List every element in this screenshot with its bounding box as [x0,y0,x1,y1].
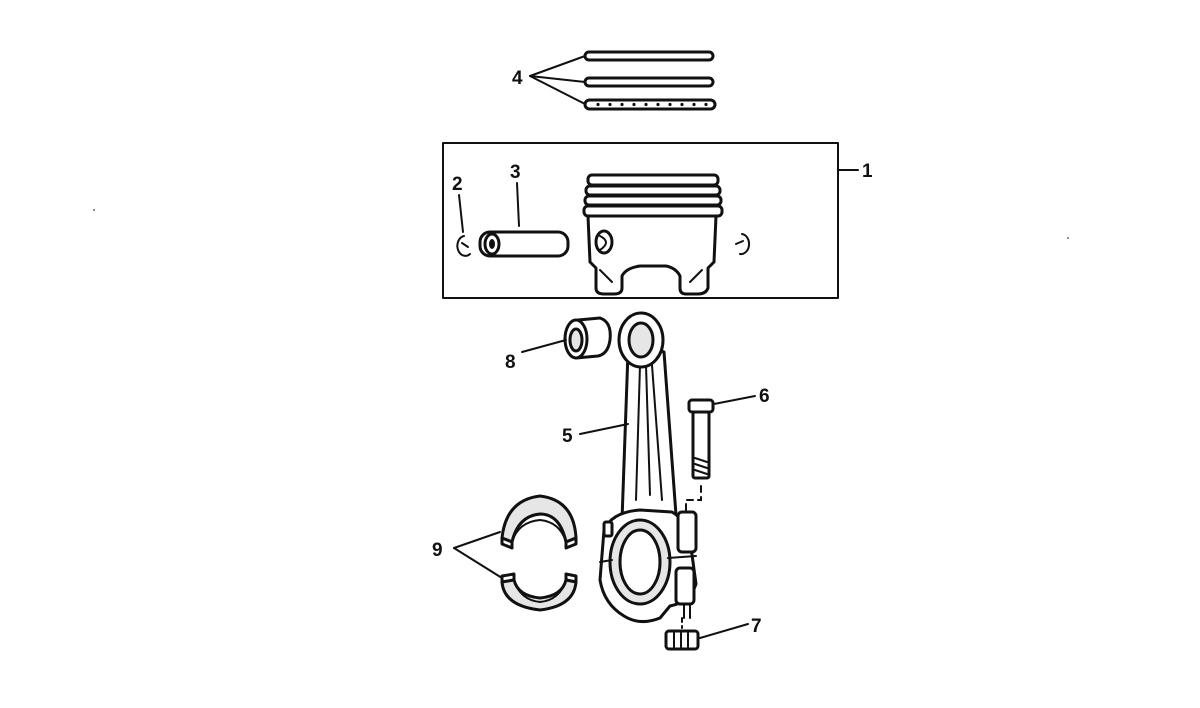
leader-line-7 [699,623,749,639]
callout-4: 4 [512,68,523,89]
leader-lines-9 [453,531,503,579]
bearing-upper-half [500,494,578,550]
rod-bolt [685,398,715,513]
snap-ring-right [735,233,750,256]
piston-rings [583,50,717,111]
leader-line-6 [713,395,756,405]
scan-speck [1067,237,1069,239]
callout-7: 7 [751,616,762,637]
snap-ring-left [456,235,471,257]
scan-speck [93,209,95,211]
callout-8: 8 [505,352,516,373]
piston-pin [478,230,570,258]
leader-line-8 [521,339,567,353]
callout-5: 5 [562,426,573,447]
piston [582,173,724,296]
pin-bushing [563,316,612,360]
bearing-lower-half [500,572,578,612]
piston-assembly-box [442,142,839,299]
callout-2: 2 [452,174,463,195]
callout-6: 6 [759,386,770,407]
connecting-rod [598,311,698,623]
callout-3: 3 [510,162,521,183]
leader-line-5 [579,423,629,435]
leader-line-2 [458,194,464,233]
leader-line-3 [516,182,520,227]
callout-9: 9 [432,540,443,561]
callout-1: 1 [862,161,873,182]
leader-lines-4 [529,55,586,105]
rod-nut [664,617,700,651]
